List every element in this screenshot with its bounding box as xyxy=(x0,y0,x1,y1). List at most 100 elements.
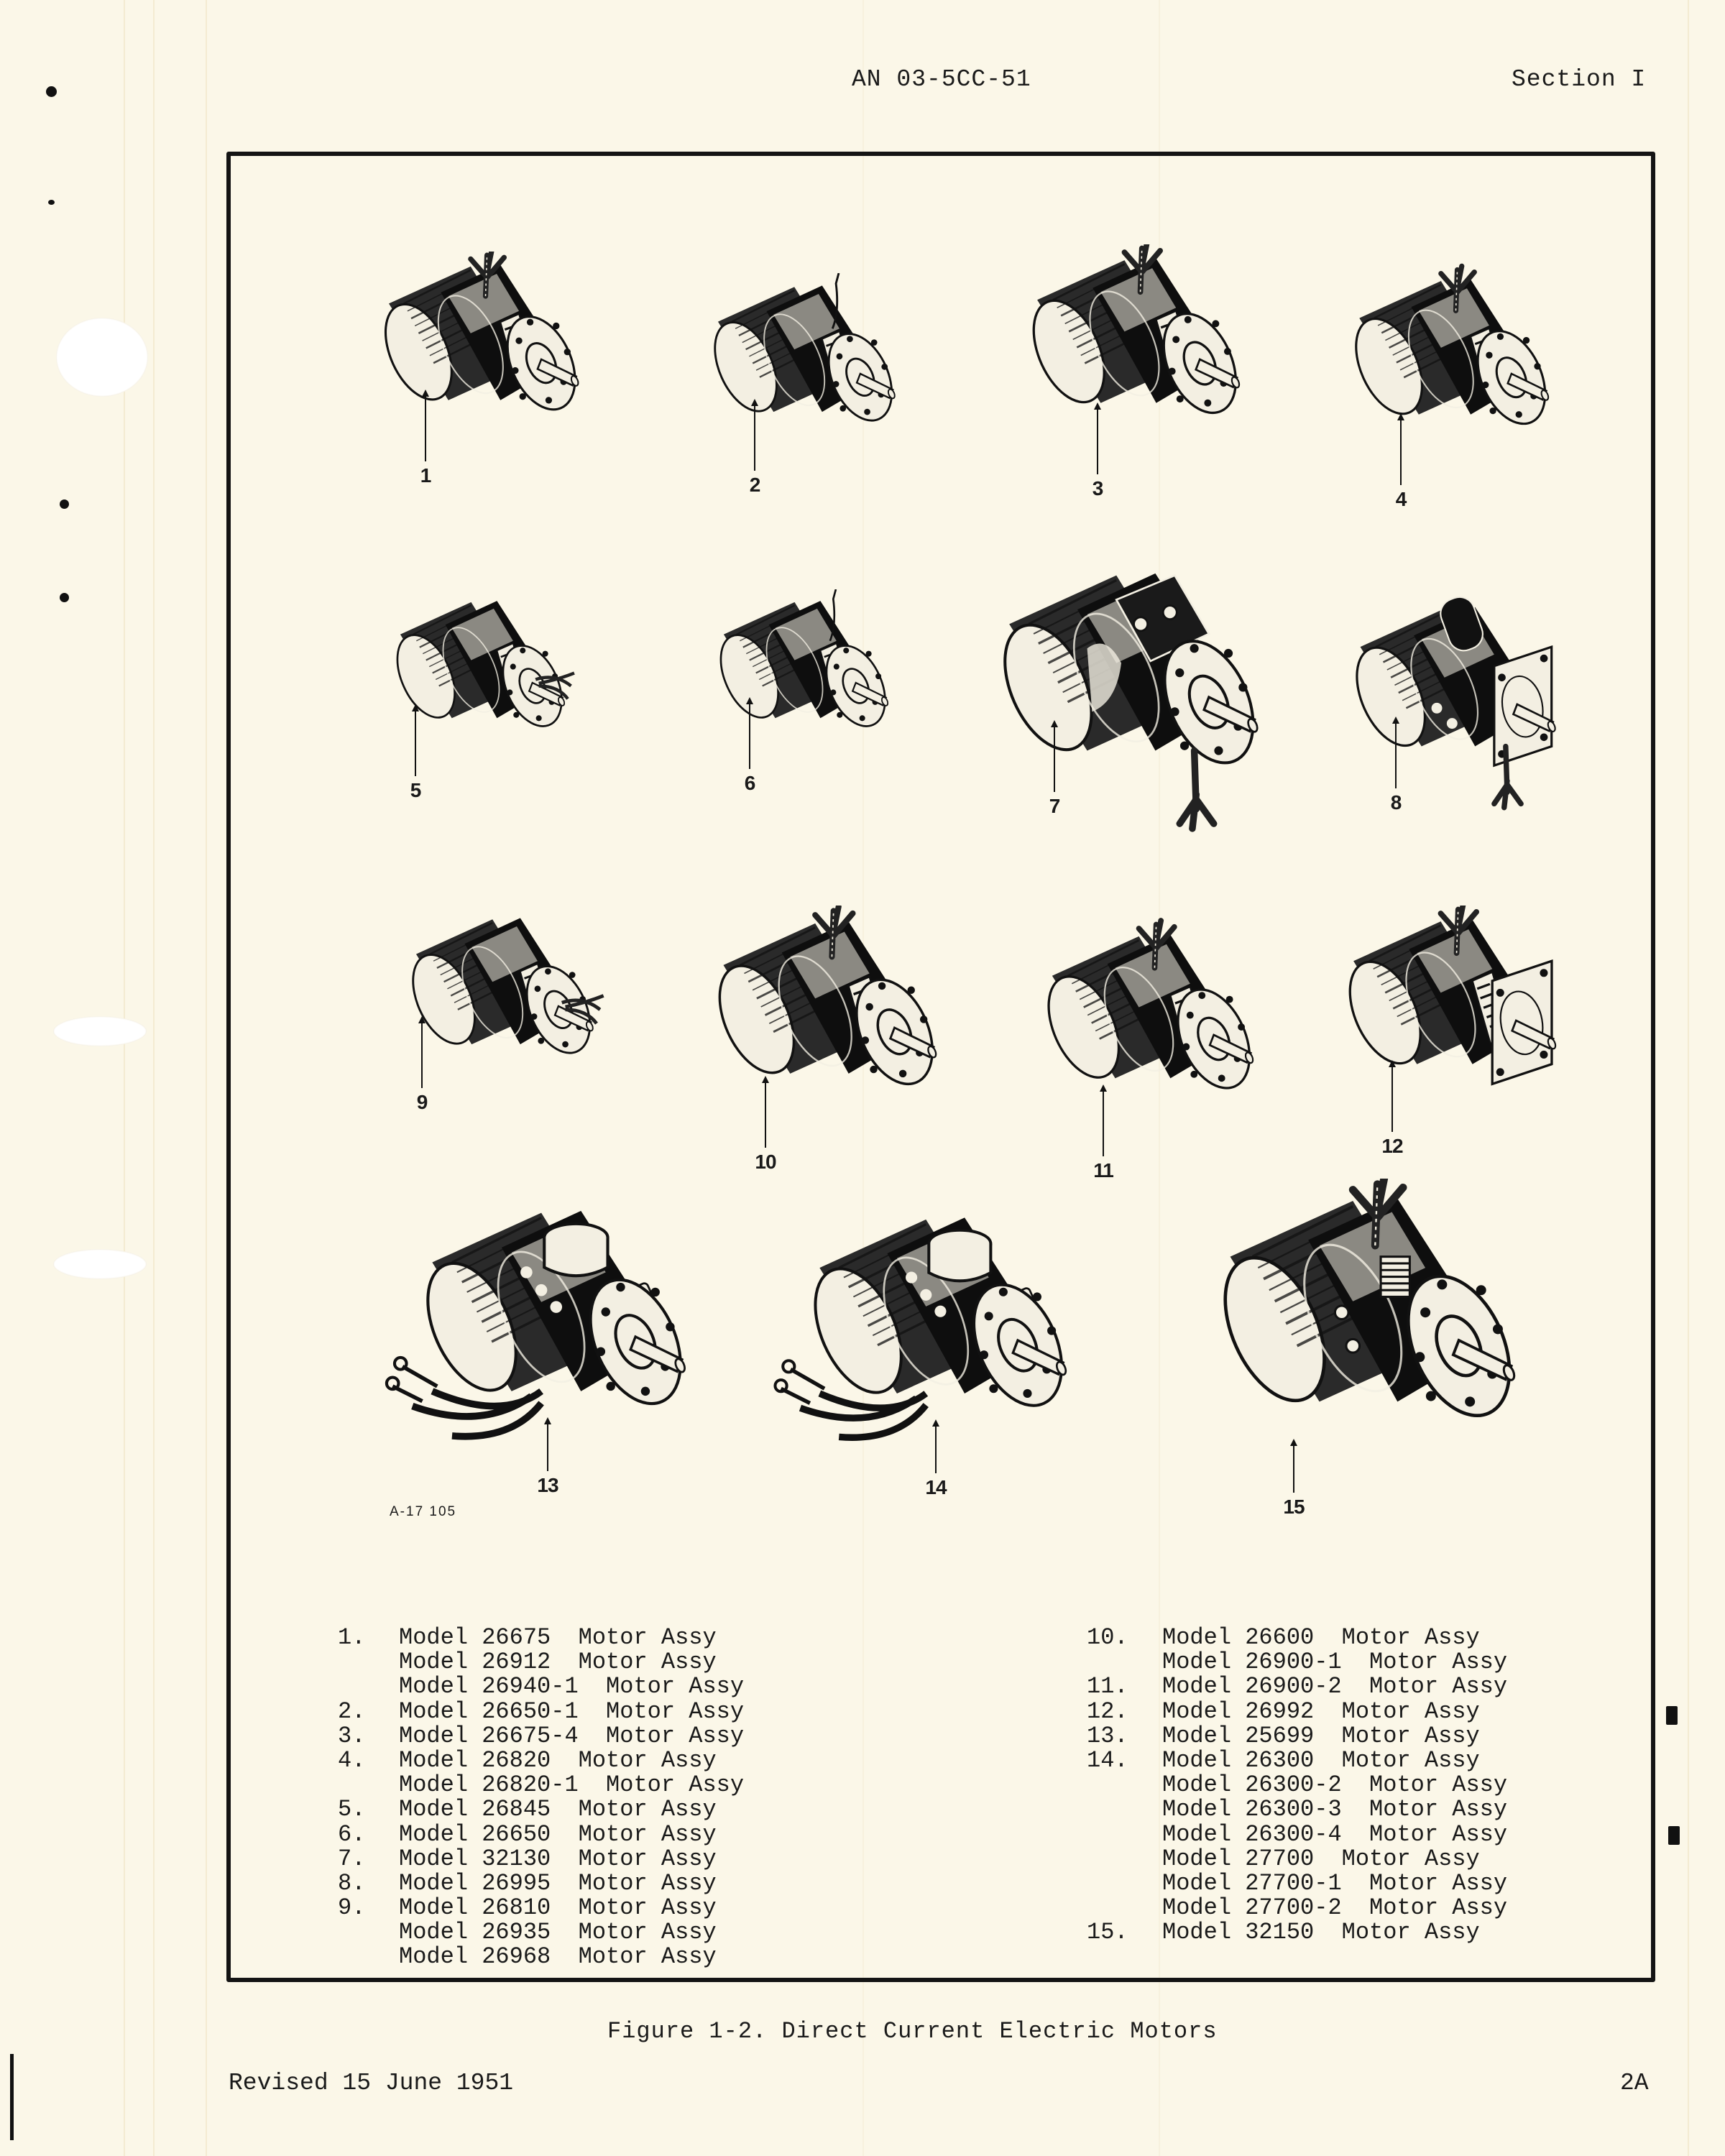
leader-line xyxy=(765,1082,766,1148)
revision-bar xyxy=(1668,1826,1680,1845)
legend-item: Model 26940-1 Motor Assy xyxy=(338,1674,805,1699)
punch-hole xyxy=(56,318,148,397)
leader-line xyxy=(1293,1445,1294,1493)
legend-item-model: Model 27700 Motor Assy xyxy=(1162,1845,1480,1872)
legend-item: 3.Model 26675-4 Motor Assy xyxy=(338,1722,805,1749)
legend-item-model: Model 26650 Motor Assy xyxy=(399,1820,717,1848)
arrowhead-icon xyxy=(1051,720,1058,727)
legend-item: Model 26935 Motor Assy xyxy=(338,1920,805,1945)
callout-number: 6 xyxy=(744,772,756,794)
legend-item-model: Model 26820-1 Motor Assy xyxy=(399,1772,745,1799)
document-number: AN 03-5CC-51 xyxy=(852,66,1031,93)
legend-item: 2.Model 26650-1 Motor Assy xyxy=(338,1697,805,1725)
legend-item: Model 26300-2 Motor Assy xyxy=(1087,1773,1576,1797)
legend-item-number: 13. xyxy=(1087,1722,1128,1749)
legend-item-model: Model 26820 Motor Assy xyxy=(399,1746,717,1774)
leader-line xyxy=(415,710,416,776)
leader-line xyxy=(749,703,750,769)
arrowhead-icon xyxy=(932,1419,939,1427)
legend-item: Model 26912 Motor Assy xyxy=(338,1650,805,1674)
callout-number: 4 xyxy=(1395,488,1407,510)
motor-icon xyxy=(1032,241,1241,415)
motor-illustration-6 xyxy=(690,589,906,776)
arrowhead-icon xyxy=(1290,1439,1297,1446)
motor-icon xyxy=(396,601,575,727)
motor-icon xyxy=(1047,918,1254,1089)
arrowhead-icon xyxy=(544,1417,551,1424)
callout-number: 3 xyxy=(1092,477,1104,499)
motor-icon xyxy=(1348,903,1557,1086)
legend-item-model: Model 26940-1 Motor Assy xyxy=(399,1673,745,1700)
legend-item-model: Model 26300 Motor Assy xyxy=(1162,1746,1480,1774)
legend-item-number: 14. xyxy=(1087,1746,1128,1774)
legend-item: Model 26900-1 Motor Assy xyxy=(1087,1650,1576,1674)
legend-item-model: Model 27700-2 Motor Assy xyxy=(1162,1894,1508,1922)
margin-bar xyxy=(10,2054,14,2140)
motor-illustration-7 xyxy=(970,553,1272,841)
legend-item-model: Model 32130 Motor Assy xyxy=(399,1845,717,1872)
legend-item-number: 1. xyxy=(338,1624,366,1651)
punch-hole xyxy=(53,1249,147,1279)
legend-item-model: Model 26992 Motor Assy xyxy=(1162,1697,1480,1725)
callout-number: 1 xyxy=(420,464,432,487)
page-number: 2A xyxy=(1620,2070,1649,2096)
legend-item-model: Model 26600 Motor Assy xyxy=(1162,1624,1480,1651)
legend-item-number: 10. xyxy=(1087,1624,1128,1651)
callout-number: 15 xyxy=(1283,1496,1305,1518)
legend-item: Model 26300-4 Motor Assy xyxy=(1087,1820,1576,1848)
margin-dot xyxy=(48,200,55,205)
arrowhead-icon xyxy=(1397,413,1404,420)
motor-illustration-10 xyxy=(690,903,949,1150)
legend-item-model: Model 26300-3 Motor Assy xyxy=(1162,1796,1508,1823)
arrowhead-icon xyxy=(1100,1084,1107,1092)
legend-item-number: 9. xyxy=(338,1894,366,1922)
callout-number: 9 xyxy=(416,1091,428,1113)
legend-item-model: Model 26810 Motor Assy xyxy=(399,1894,717,1922)
callout-number: 5 xyxy=(410,779,422,801)
legend-item-model: Model 26968 Motor Assy xyxy=(399,1943,717,1971)
legend-item-model: Model 26675-4 Motor Assy xyxy=(399,1722,745,1749)
legend-item-number: 7. xyxy=(338,1845,366,1872)
legend-item: 7. Model 32130 Motor Assy xyxy=(338,1845,805,1872)
legend-item-number: 2. xyxy=(338,1697,366,1725)
drawing-code: A-17 105 xyxy=(390,1504,457,1519)
margin-dot xyxy=(46,86,57,97)
arrowhead-icon xyxy=(751,399,758,406)
leader-line xyxy=(754,405,755,471)
arrowhead-icon xyxy=(746,697,753,704)
motor-illustration-15 xyxy=(1143,1174,1574,1502)
motor-illustration-12 xyxy=(1315,903,1574,1135)
legend-item-model: Model 26912 Motor Assy xyxy=(399,1649,717,1676)
callout-number: 13 xyxy=(537,1474,558,1496)
motor-illustration-14 xyxy=(748,1200,1114,1480)
punch-hole xyxy=(53,1016,147,1046)
legend-item: 15.Model 32150 Motor Assy xyxy=(1087,1920,1576,1945)
legend-item-model: Model 26300-4 Motor Assy xyxy=(1162,1820,1508,1848)
motor-illustration-1 xyxy=(345,249,604,467)
legend-item-model: Model 26900-1 Motor Assy xyxy=(1162,1649,1508,1676)
arrowhead-icon xyxy=(1389,1060,1396,1067)
callout-number: 7 xyxy=(1049,795,1061,817)
legend-item: Model 26820-1 Motor Assy xyxy=(338,1773,805,1797)
arrowhead-icon xyxy=(762,1076,769,1083)
legend-item: 1.Model 26675 Motor Assy xyxy=(338,1626,805,1650)
legend-item: 13.Model 25699 Motor Assy xyxy=(1087,1722,1576,1749)
arrowhead-icon xyxy=(412,704,419,711)
leader-line xyxy=(421,1022,423,1088)
legend-item-model: Model 26995 Motor Assy xyxy=(399,1869,717,1897)
callout-number: 2 xyxy=(749,474,761,496)
legend-item: 14. Model 26300 Motor Assy xyxy=(1087,1746,1576,1774)
legend-item: 10. Model 26600 Motor Assy xyxy=(1087,1626,1576,1650)
legend-item-number: 6. xyxy=(338,1820,366,1848)
paper-texture-line xyxy=(1159,0,1160,2156)
callout-number: 10 xyxy=(755,1151,776,1173)
legend-item: Model 26968 Motor Assy xyxy=(338,1945,805,1969)
motor-illustration-5 xyxy=(352,589,597,776)
motor-illustration-11 xyxy=(1021,913,1265,1157)
legend-item-model: Model 27700-1 Motor Assy xyxy=(1162,1869,1508,1897)
motor-icon xyxy=(1003,573,1259,832)
callout-number: 11 xyxy=(1093,1159,1114,1181)
arrowhead-icon xyxy=(422,390,429,397)
legend-item: 8.Model 26995 Motor Assy xyxy=(338,1871,805,1896)
legend-item: 11.Model 26900-2 Motor Assy xyxy=(1087,1674,1576,1699)
